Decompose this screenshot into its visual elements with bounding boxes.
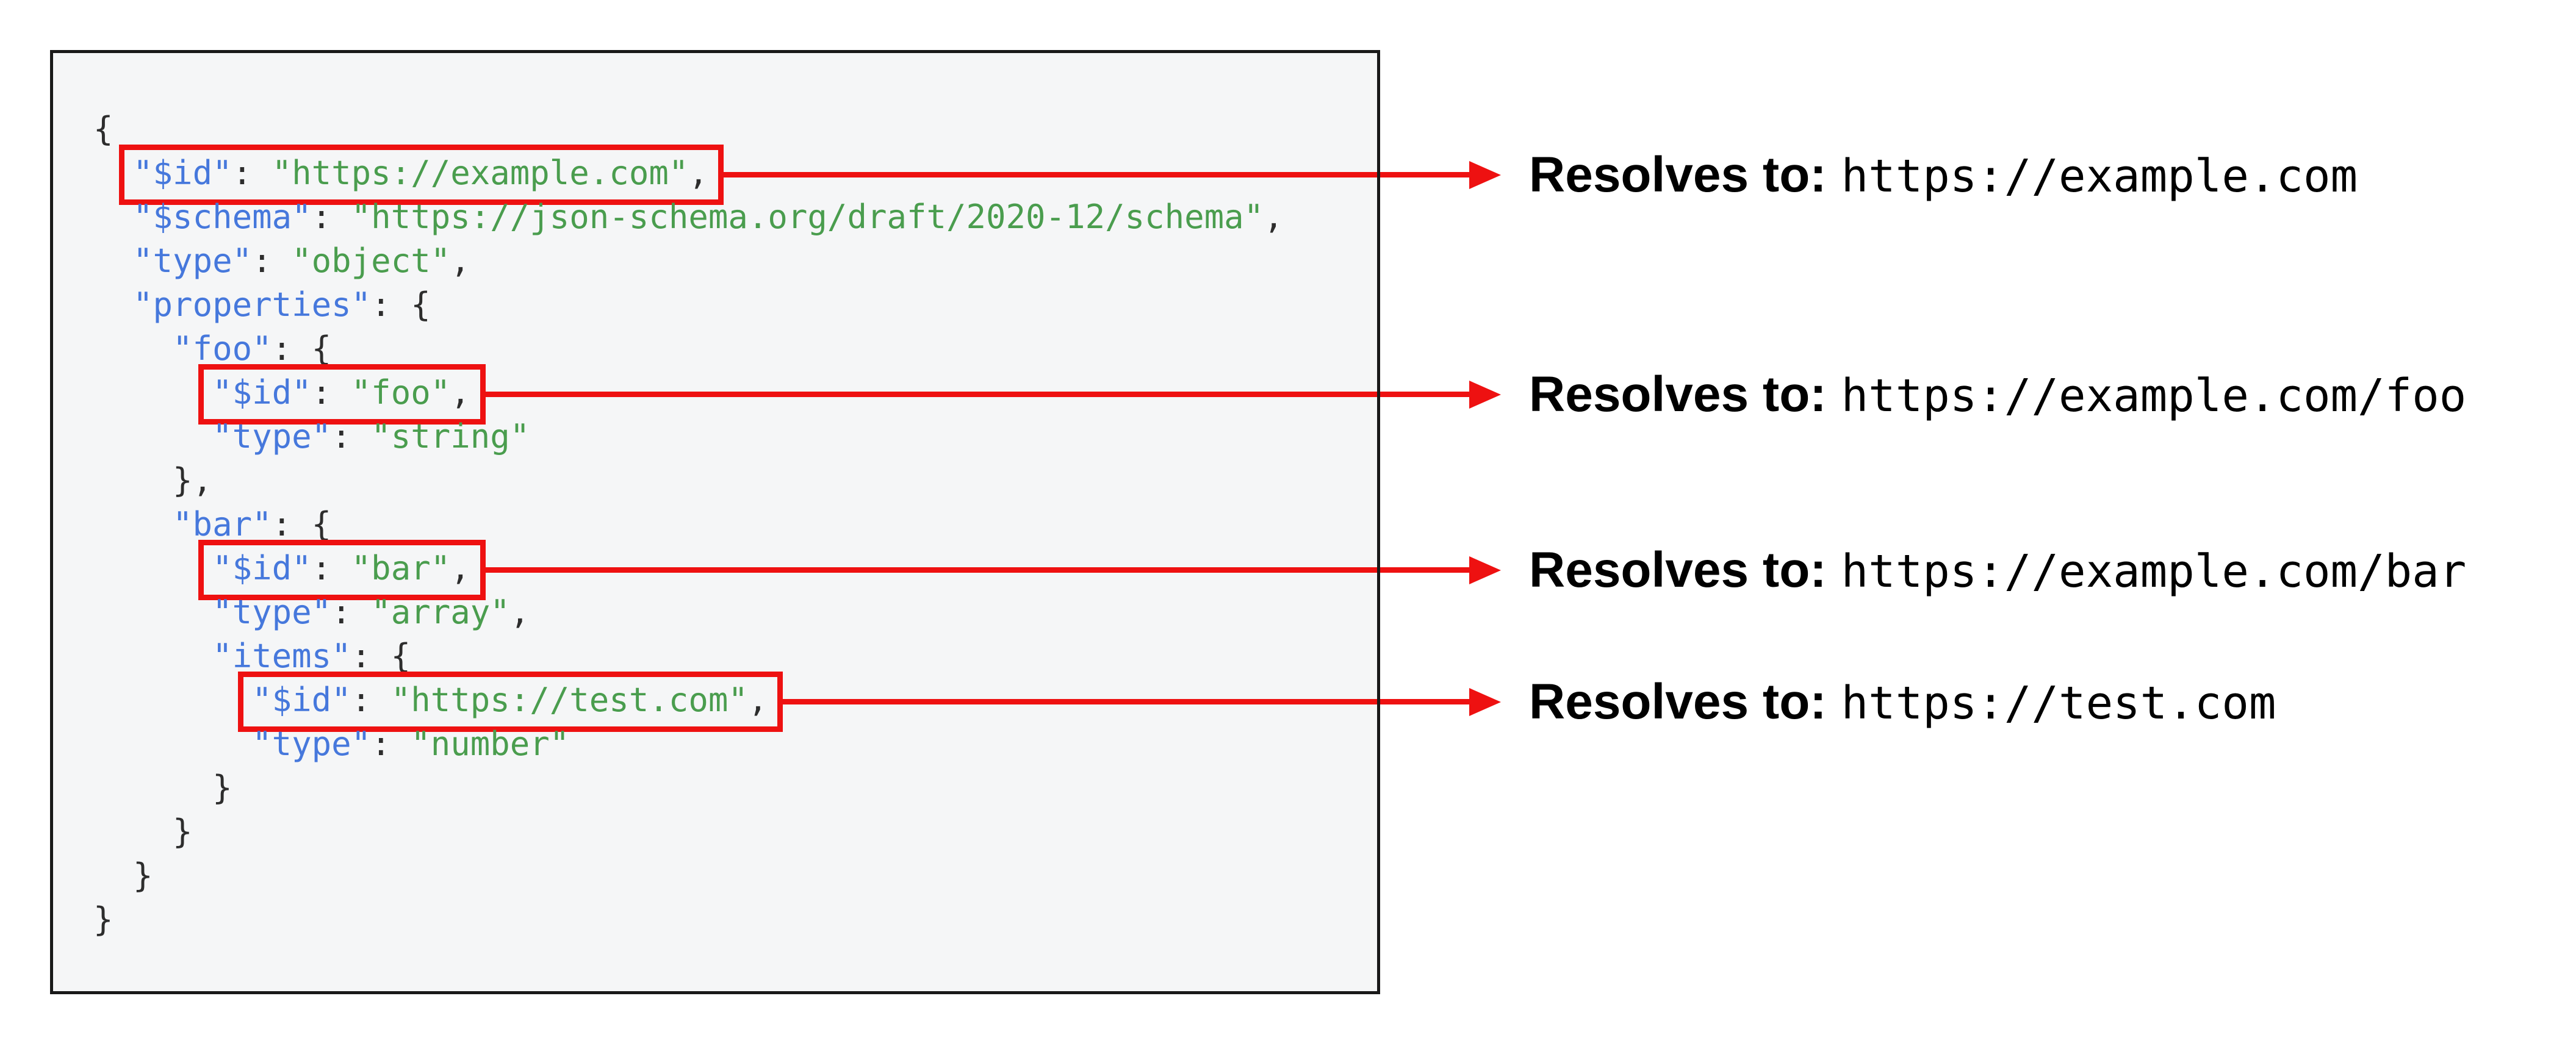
code-line: "$id": "bar", xyxy=(93,540,1284,600)
resolve-url: https://test.com xyxy=(1841,676,2276,729)
code-token-key: "type" xyxy=(212,417,332,456)
code-token-punc: , xyxy=(688,154,708,192)
id-highlight-box: "$id": "foo", xyxy=(198,364,486,425)
resolve-arrow-line xyxy=(484,567,1469,573)
code-token-str: "number" xyxy=(411,725,570,763)
code-token-punc: }, xyxy=(173,461,213,500)
resolve-label: Resolves to: xyxy=(1529,542,1827,598)
resolve-annotation: Resolves to: https://example.com/bar xyxy=(1529,542,2466,599)
code-line: "$schema": "https://json-schema.org/draf… xyxy=(93,195,1284,239)
code-line: "bar": { xyxy=(93,503,1284,547)
code-token-punc: : { xyxy=(351,637,411,675)
resolve-arrow-line xyxy=(484,392,1469,397)
resolve-arrow-head xyxy=(1469,687,1501,716)
code-token-key: "bar" xyxy=(173,505,272,543)
resolve-label: Resolves to: xyxy=(1529,146,1827,203)
code-token-punc: : xyxy=(232,154,272,192)
resolve-arrow-line xyxy=(722,172,1469,177)
code-token-punc: , xyxy=(747,681,768,719)
code-token-punc: { xyxy=(93,110,113,148)
code-token-key: "items" xyxy=(212,637,351,675)
code-token-punc: : xyxy=(371,725,411,763)
code-panel xyxy=(50,50,1380,994)
code-line: "type": "string" xyxy=(93,415,1284,459)
code-line: { xyxy=(93,107,1284,151)
code-token-key: "$id" xyxy=(212,373,312,412)
code-token-key: "foo" xyxy=(173,329,272,368)
code-token-punc: } xyxy=(173,812,193,851)
resolve-annotation: Resolves to: https://example.com xyxy=(1529,146,2358,204)
code-token-punc: : xyxy=(252,242,292,280)
code-line: "type": "number" xyxy=(93,722,1284,766)
code-token-punc: , xyxy=(450,242,470,280)
code-token-punc: , xyxy=(1264,198,1284,236)
code-line: }, xyxy=(93,459,1284,503)
code-token-str: "string" xyxy=(371,417,530,456)
resolve-arrow-head xyxy=(1469,160,1501,189)
code-line: "type": "array", xyxy=(93,590,1284,634)
code-token-str: "https://test.com" xyxy=(390,681,748,719)
resolve-arrow-line xyxy=(782,699,1469,704)
code-token-key: "properties" xyxy=(133,285,372,324)
resolve-arrow-head xyxy=(1469,556,1501,584)
resolve-url: https://example.com/foo xyxy=(1841,369,2467,422)
resolve-url: https://example.com/bar xyxy=(1841,545,2467,598)
code-token-key: "type" xyxy=(252,725,372,763)
code-token-key: "$schema" xyxy=(133,198,312,236)
json-code: { "$id": "https://example.com", "$schema… xyxy=(93,107,1284,942)
code-token-punc: , xyxy=(450,549,470,587)
code-token-punc: : xyxy=(331,593,372,631)
code-token-str: "https://json-schema.org/draft/2020-12/s… xyxy=(351,198,1264,236)
code-token-punc: : xyxy=(331,417,372,456)
code-token-key: "type" xyxy=(212,593,332,631)
code-token-str: "https://example.com" xyxy=(272,154,689,192)
code-line: "items": { xyxy=(93,634,1284,678)
code-line: } xyxy=(93,766,1284,810)
resolve-annotation: Resolves to: https://example.com/foo xyxy=(1529,366,2466,423)
code-token-punc: : xyxy=(311,549,351,587)
code-line: } xyxy=(93,810,1284,854)
resolve-url: https://example.com xyxy=(1841,149,2358,203)
code-line: "$id": "foo", xyxy=(93,364,1284,425)
code-token-key: "$id" xyxy=(252,681,351,719)
resolve-label: Resolves to: xyxy=(1529,673,1827,729)
code-token-punc: : { xyxy=(272,505,332,543)
code-token-punc: } xyxy=(93,900,113,939)
code-line: "properties": { xyxy=(93,283,1284,327)
id-highlight-box: "$id": "https://test.com", xyxy=(238,672,783,732)
code-line: "type": "object", xyxy=(93,239,1284,283)
code-token-key: "type" xyxy=(133,242,253,280)
code-line: "$id": "https://example.com", xyxy=(93,145,1284,205)
code-line: } xyxy=(93,898,1284,942)
code-token-str: "array" xyxy=(371,593,510,631)
code-token-punc: : xyxy=(311,373,351,412)
code-token-punc: : { xyxy=(371,285,431,324)
code-token-key: "$id" xyxy=(133,154,232,192)
code-token-str: "object" xyxy=(292,242,451,280)
code-line: } xyxy=(93,854,1284,898)
resolve-annotation: Resolves to: https://test.com xyxy=(1529,673,2276,731)
code-token-str: "foo" xyxy=(351,373,451,412)
code-token-punc: : { xyxy=(272,329,332,368)
code-token-punc: : xyxy=(311,198,351,236)
code-token-punc: , xyxy=(509,593,530,631)
code-token-punc: , xyxy=(450,373,470,412)
code-token-str: "bar" xyxy=(351,549,451,587)
id-highlight-box: "$id": "bar", xyxy=(198,540,486,600)
code-line: "$id": "https://test.com", xyxy=(93,672,1284,732)
resolve-arrow-head xyxy=(1469,380,1501,409)
code-token-punc: } xyxy=(212,769,232,807)
code-token-key: "$id" xyxy=(212,549,312,587)
code-token-punc: : xyxy=(351,681,391,719)
resolve-label: Resolves to: xyxy=(1529,366,1827,422)
code-line: "foo": { xyxy=(93,327,1284,371)
id-highlight-box: "$id": "https://example.com", xyxy=(119,145,724,205)
code-token-punc: } xyxy=(133,856,153,895)
